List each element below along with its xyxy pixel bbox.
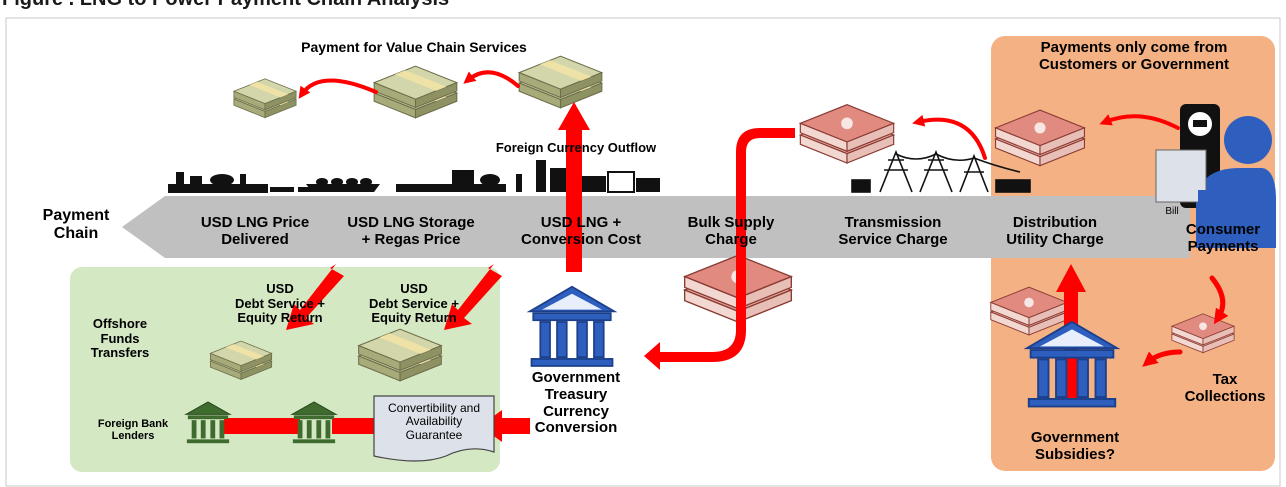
stage-consumer-payments-label: Consumer Payments — [1185, 221, 1261, 255]
stage-transmission-label: Transmission Service Charge — [838, 214, 948, 248]
local-currency-stack-icon — [799, 104, 895, 164]
payment-arrow — [912, 114, 987, 160]
usd-money-stack-icon — [233, 78, 297, 119]
usd-debt-service-label-1: USD Debt Service + Equity Return — [235, 281, 325, 326]
stage-bulk-supply-label: Bulk Supply Charge — [687, 214, 775, 248]
tax-arrow — [1209, 275, 1229, 325]
stage-storage-regas-label: USD LNG Storage + Regas Price — [347, 214, 475, 248]
foreign-bank-lenders-label: Foreign Bank Lenders — [97, 418, 169, 443]
lng-terminal-icon — [168, 172, 328, 193]
usd-money-stack-icon — [373, 65, 458, 119]
usd-debt-service-label-2: USD Debt Service + Equity Return — [369, 281, 459, 326]
foreign-currency-outflow-label: Foreign Currency Outflow — [496, 140, 657, 155]
stage-distribution-label: Distribution Utility Charge — [1006, 214, 1104, 248]
usd-money-stack-icon — [518, 55, 603, 109]
power-plant-icon — [516, 160, 660, 193]
treasury-label: Government Treasury Currency Conversion — [531, 369, 621, 437]
payments-source-label: Payments only come from Customers or Gov… — [1038, 39, 1230, 73]
payment-arrow — [1099, 114, 1180, 130]
consumer-person-icon — [1155, 116, 1276, 248]
bank-building-icon — [528, 285, 616, 368]
government-subsidies-label: Government Subsidies? — [1030, 429, 1120, 463]
offshore-funds-label: Offshore Funds Transfers — [90, 316, 150, 361]
payment-chain-arrow — [122, 196, 1190, 258]
value-chain-services-label: Payment for Value Chain Services — [301, 39, 527, 55]
tax-to-gov-arrow — [1142, 349, 1183, 367]
figure-title: Figure . LNG to Power Payment Chain Anal… — [2, 0, 449, 11]
stage-lng-price-label: USD LNG Price Delivered — [200, 214, 310, 248]
guarantee-label: Convertibility and Availability Guarante… — [387, 401, 481, 442]
flow-arrows — [224, 102, 1086, 442]
tax-collections-label: Tax Collections — [1184, 371, 1266, 405]
bill-label: Bill — [1165, 206, 1178, 217]
payment-arrow — [463, 70, 520, 88]
payment-arrow — [298, 78, 378, 99]
payment-chain-label: Payment Chain — [42, 207, 110, 242]
stage-conversion-cost-label: USD LNG + Conversion Cost — [520, 214, 641, 248]
lng-carrier-ship-icon — [306, 170, 506, 192]
figure-frame — [5, 17, 1281, 487]
transmission-tower-icon — [851, 149, 1031, 193]
guarantee-document-icon — [373, 395, 495, 462]
